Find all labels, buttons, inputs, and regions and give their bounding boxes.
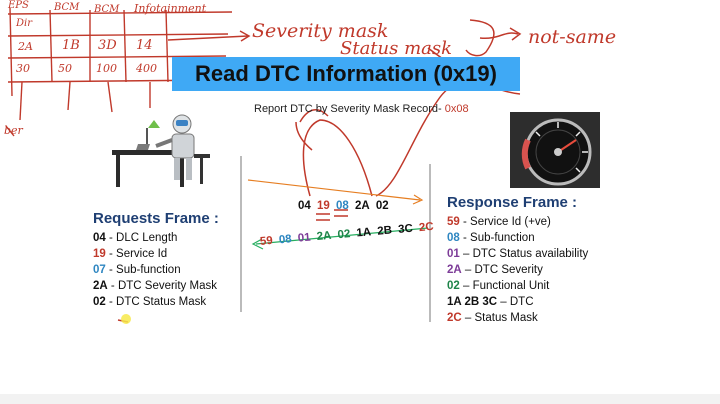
annotation-not-same: not-same	[528, 26, 617, 48]
table-cell-3d: 3D	[98, 38, 117, 53]
bottom-toolbar	[0, 394, 720, 404]
list-item: 1A 2B 3C – DTC	[447, 294, 588, 310]
item-code: 2A	[93, 280, 108, 292]
annotation-severity-mask: Severity mask	[252, 20, 389, 42]
request-byte: 02	[375, 200, 389, 212]
table-cell-1b: 1B	[62, 38, 80, 53]
item-code: 59	[447, 216, 460, 228]
item-separator: –	[459, 280, 473, 292]
list-item: 59 - Service Id (+ve)	[447, 214, 588, 230]
response-byte: 3C	[397, 222, 414, 236]
item-label: Sub-function	[116, 264, 181, 276]
table-cell-14: 14	[136, 38, 153, 53]
item-label: DTC Severity	[474, 264, 543, 276]
item-label: Sub-function	[470, 232, 535, 244]
requests-frame-heading: Requests Frame :	[93, 210, 219, 227]
table-cell-2a: 2A	[18, 40, 33, 53]
item-separator: –	[497, 296, 510, 308]
request-byte: 04	[298, 200, 311, 212]
list-item: 2A - DTC Severity Mask	[93, 278, 217, 294]
item-separator: -	[459, 232, 471, 244]
table-cell-400: 400	[136, 62, 157, 75]
table-header-eps: EPS	[8, 0, 29, 11]
item-separator: -	[459, 216, 471, 228]
item-code: 02	[93, 296, 106, 308]
list-item: 02 – Functional Unit	[447, 278, 588, 294]
item-label: DTC	[509, 296, 534, 308]
item-separator: -	[107, 280, 118, 292]
list-item: 07 - Sub-function	[93, 262, 217, 278]
response-byte: 59	[259, 234, 274, 248]
item-code: 2A	[447, 264, 462, 276]
annotation-status-mask: Status mask	[340, 38, 453, 59]
side-label: ber	[4, 124, 23, 137]
item-code: 19	[93, 248, 106, 260]
subtitle-text: Report DTC by Severity Mask Record-	[254, 103, 445, 115]
response-byte: 08	[278, 233, 293, 247]
list-item: 19 - Service Id	[93, 246, 217, 262]
table-cell-dir: Dir	[16, 18, 32, 29]
table-cell-100: 100	[96, 62, 117, 75]
item-separator: –	[461, 312, 475, 324]
item-separator: -	[105, 264, 117, 276]
handwritten-table	[5, 7, 233, 137]
request-byte: 2A	[355, 200, 370, 212]
item-code: 01	[447, 248, 460, 260]
item-label: DTC Status Mask	[116, 296, 207, 308]
table-cell-50: 50	[58, 62, 72, 75]
response-frame-list: 59 - Service Id (+ve) 08 - Sub-function …	[447, 214, 588, 326]
item-code: 2C	[447, 312, 462, 324]
table-header-bcm-2: BCM	[94, 4, 120, 15]
response-byte: 2B	[376, 224, 393, 238]
table-cell-30: 30	[16, 62, 30, 75]
item-label: Service Id	[116, 248, 168, 260]
response-byte: 2A	[316, 229, 332, 244]
item-separator: –	[459, 248, 473, 260]
subtitle: Report DTC by Severity Mask Record- 0x08	[254, 103, 469, 115]
item-label: Status Mask	[474, 312, 538, 324]
item-code: 02	[447, 280, 460, 292]
list-item: 02 - DTC Status Mask	[93, 294, 217, 310]
item-code: 07	[93, 264, 106, 276]
response-frame-heading: Response Frame :	[447, 194, 578, 211]
response-byte: 02	[337, 228, 351, 242]
item-separator: -	[105, 232, 117, 244]
item-code: 04	[93, 232, 106, 244]
cursor-highlight	[121, 314, 131, 324]
request-byte: 08	[336, 200, 349, 212]
response-byte: 2C	[418, 220, 435, 235]
robot-desk-icon	[112, 114, 210, 187]
speedometer-icon	[510, 112, 600, 188]
item-label: Functional Unit	[472, 280, 550, 292]
item-label: DTC Severity Mask	[117, 280, 217, 292]
list-item: 08 - Sub-function	[447, 230, 588, 246]
response-byte: 1A	[356, 226, 372, 240]
subtitle-code: 0x08	[444, 103, 469, 115]
item-label: DTC Status availability	[472, 248, 589, 260]
list-item: 2A – DTC Severity	[447, 262, 588, 278]
title-banner: Read DTC Information (0x19)	[172, 57, 520, 91]
list-item: 01 – DTC Status availability	[447, 246, 588, 262]
table-header-bcm-1: BCM	[54, 2, 80, 13]
item-separator: –	[461, 264, 475, 276]
item-label: DLC Length	[116, 232, 178, 244]
item-code: 08	[447, 232, 460, 244]
item-separator: -	[105, 248, 117, 260]
table-header-infotainment: Infotainment	[134, 2, 207, 15]
list-item: 04 - DLC Length	[93, 230, 217, 246]
item-separator: -	[105, 296, 117, 308]
list-item: 2C – Status Mask	[447, 310, 588, 326]
response-byte: 01	[297, 231, 312, 245]
item-code: 1A 2B 3C	[447, 296, 498, 308]
request-bytes: 04 19 08 2A 02	[298, 200, 392, 212]
page-title: Read DTC Information (0x19)	[195, 61, 497, 86]
request-byte: 19	[317, 200, 330, 212]
item-label: Service Id (+ve)	[470, 216, 551, 228]
requests-frame-list: 04 - DLC Length 19 - Service Id 07 - Sub…	[93, 230, 217, 310]
